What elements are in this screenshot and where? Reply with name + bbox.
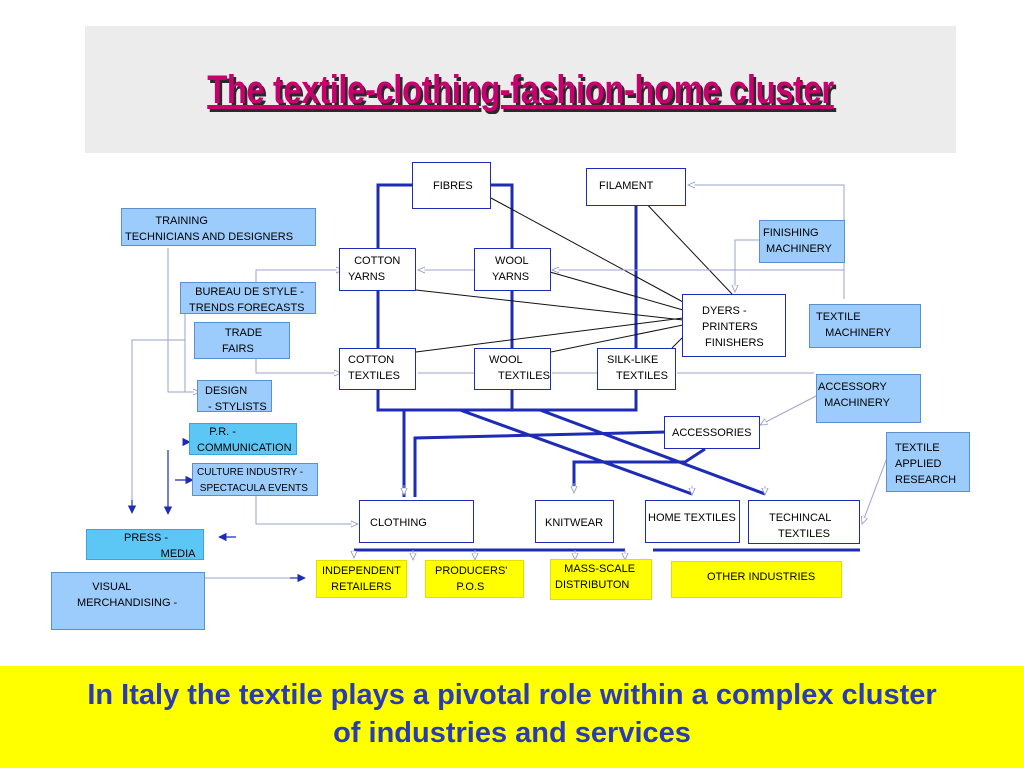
node-independent-retailers: INDEPENDENT RETAILERS [316, 560, 407, 598]
node-accessory-machinery: ACCESSORY MACHINERY [816, 374, 921, 423]
accessories-knitwear-line [572, 447, 706, 490]
node-pr-communication: P.R. - COMMUNICATION [189, 423, 297, 455]
node-wool-yarns: WOOL YARNS [474, 248, 551, 291]
footer-text: In Italy the textile plays a pivotal rol… [87, 679, 937, 749]
node-clothing: CLOTHING [359, 500, 474, 543]
node-cotton-yarns: COTTON YARNS [339, 248, 416, 291]
node-culture-industry: CULTURE INDUSTRY - SPECTACULA EVENTS [192, 463, 318, 496]
node-home-textiles: HOME TEXTILES [645, 500, 740, 543]
to-technical-textiles-line [539, 408, 766, 496]
node-silk-like-textiles: SILK-LIKE TEXTILES [597, 348, 676, 390]
node-fibres: FIBRES [412, 162, 491, 209]
footer-banner: In Italy the textile plays a pivotal rol… [0, 666, 1024, 768]
node-design-stylists: DESIGN - STYLISTS [197, 380, 272, 413]
node-bureau-de-style: BUREAU DE STYLE - TRENDS FORECASTS [180, 282, 316, 314]
node-producers-pos: PRODUCERS' P.O.S [425, 560, 524, 598]
accessories-clothing-line [413, 430, 667, 497]
node-filament: FILAMENT [586, 168, 686, 206]
node-mass-scale-distribution: MASS-SCALE DISTRIBUTON [550, 559, 652, 600]
node-technical-textiles: TECHINCAL TEXTILES [748, 500, 860, 544]
node-accessories: ACCESSORIES [664, 416, 760, 449]
page-title: The textile-clothing-fashion-home cluste… [207, 68, 834, 112]
node-trade-fairs: TRADE FAIRS [194, 322, 290, 359]
node-wool-textiles: WOOL TEXTILES [474, 348, 551, 390]
node-training: TRAINING TECHNICIANS AND DESIGNERS [121, 208, 316, 246]
fibres-wool-line [491, 183, 514, 410]
node-knitwear: KNITWEAR [535, 500, 614, 543]
node-visual-merchandising: VISUAL MERCHANDISING - [51, 572, 205, 630]
node-dyers-printers-finishers: DYERS - PRINTERS FINISHERS [682, 294, 786, 357]
node-textile-applied-research: TEXTILE APPLIED RESEARCH [886, 432, 970, 492]
title-banner: The textile-clothing-fashion-home cluste… [85, 26, 956, 153]
node-press-media: PRESS - MEDIA [86, 529, 204, 560]
node-textile-machinery: TEXTILE MACHINERY [809, 304, 921, 348]
to-home-textiles-line [459, 408, 693, 496]
node-finishing-machinery: FINISHING MACHINERY [759, 220, 845, 263]
chain-frame-line [376, 183, 638, 412]
node-cotton-textiles: COTTON TEXTILES [339, 348, 416, 390]
node-other-industries: OTHER INDUSTRIES [671, 561, 842, 598]
